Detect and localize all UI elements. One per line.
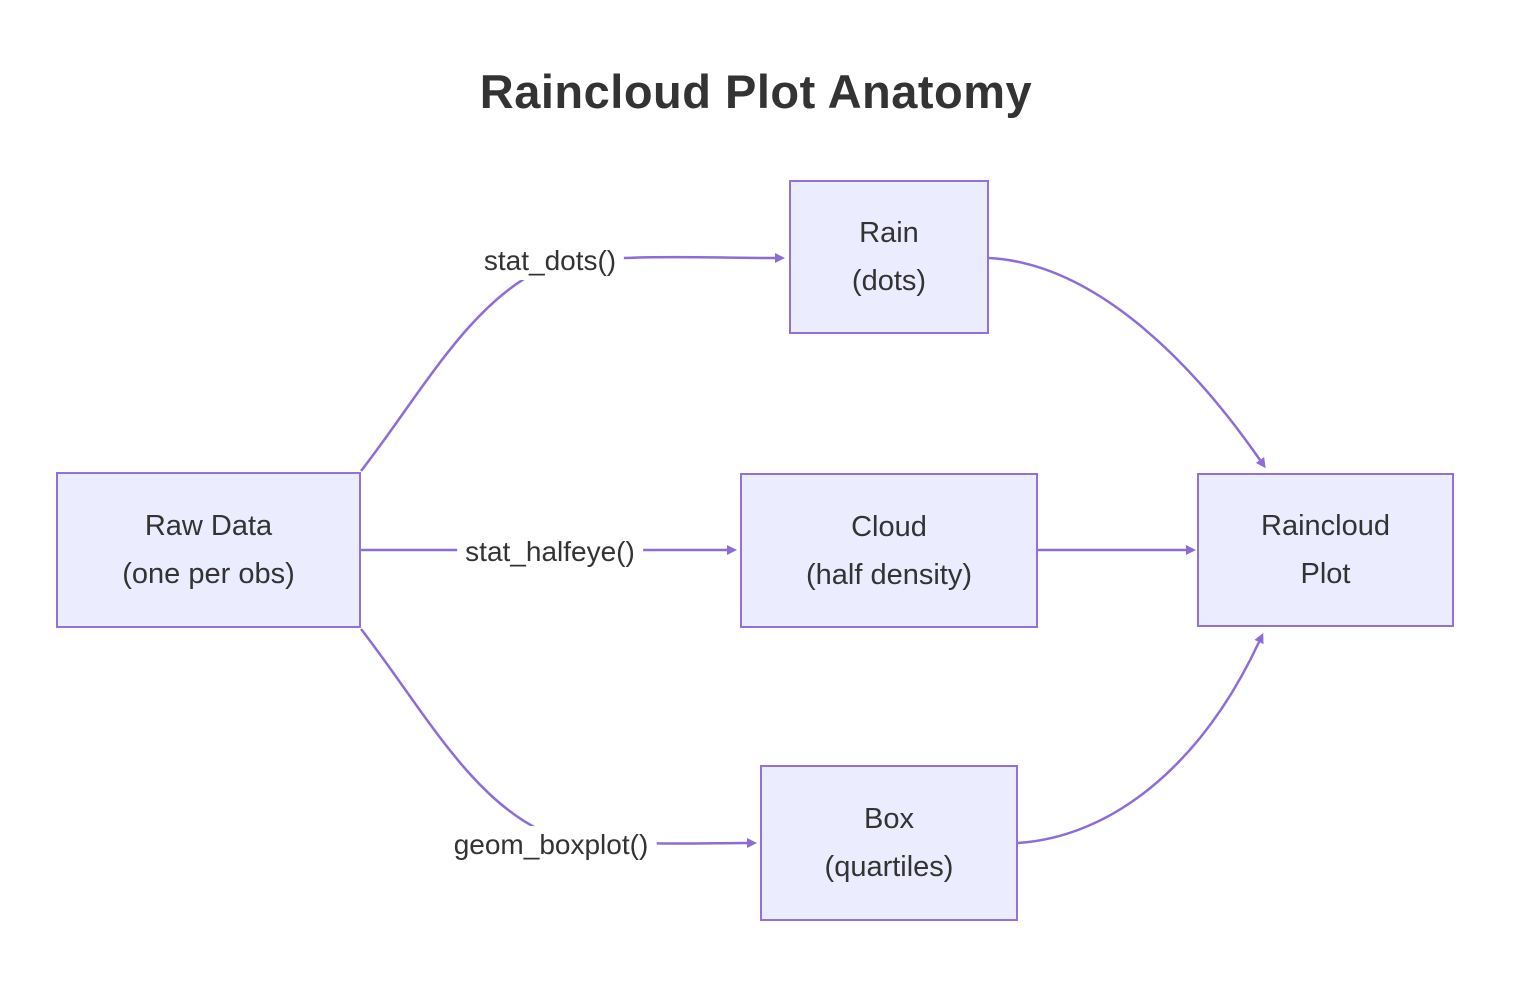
node-cloud-line1: Cloud — [851, 510, 927, 543]
edge-label-stat-dots: stat_dots() — [475, 242, 625, 280]
node-raincloud-plot-line2: Plot — [1300, 558, 1351, 590]
edge-box-to-raincloud — [1017, 632, 1264, 845]
diagram-title: Raincloud Plot Anatomy — [479, 65, 1033, 118]
edge-rain-to-raincloud — [988, 256, 1266, 469]
node-rain: Rain (dots) — [789, 180, 989, 334]
node-raw-data-line1: Raw Data — [144, 510, 273, 542]
node-raw-data-line2: (one per obs) — [122, 558, 295, 590]
node-rain-line1: Rain — [859, 217, 919, 249]
node-cloud: Cloud (half density) — [740, 473, 1038, 628]
edge-label-stat-halfeye: stat_halfeye() — [457, 533, 643, 571]
edge-rawdata-to-rain — [360, 253, 785, 472]
edge-label-geom-boxplot: geom_boxplot() — [445, 826, 657, 864]
node-cloud-line2: (half density) — [805, 558, 972, 591]
node-box-line2: (quartiles) — [824, 851, 954, 883]
node-box-line1: Box — [864, 803, 914, 835]
node-raincloud-plot: Raincloud Plot — [1197, 473, 1454, 627]
edge-rawdata-to-box — [360, 628, 757, 848]
node-raincloud-plot-line1: Raincloud — [1261, 510, 1390, 542]
node-raw-data: Raw Data (one per obs) — [56, 472, 361, 628]
node-box: Box (quartiles) — [760, 765, 1018, 921]
node-rain-line2: (dots) — [851, 265, 927, 297]
